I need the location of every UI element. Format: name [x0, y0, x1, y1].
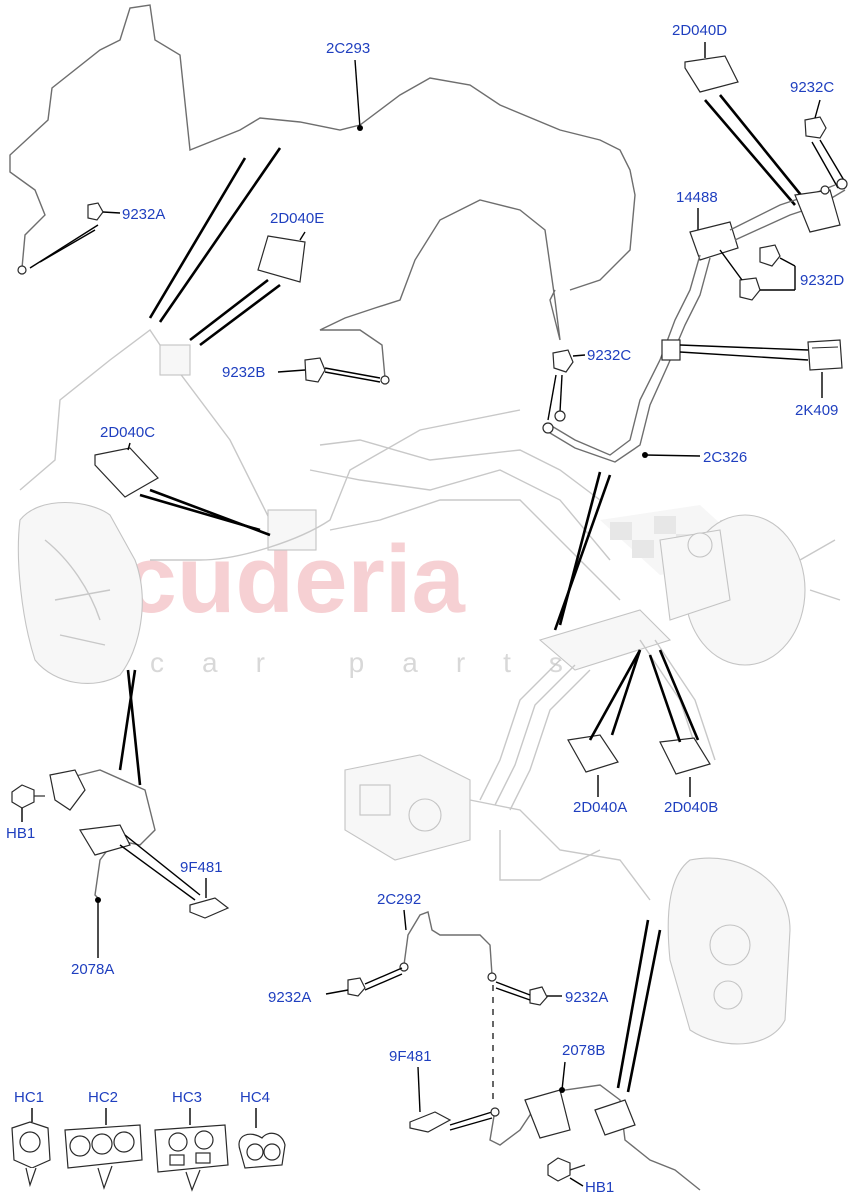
brake-pipe-2C293 — [9, 4, 636, 291]
hose-bracket-lower — [79, 824, 131, 856]
hose-clip-HC3 — [154, 1124, 229, 1192]
label-2078A: 2078A — [71, 961, 114, 978]
label-2D040E: 2D040E — [270, 210, 324, 227]
label-2D040C: 2D040C — [100, 424, 155, 441]
label-2D040D: 2D040D — [672, 22, 727, 39]
pipe-fitting — [380, 375, 390, 385]
bleed-cap-9232D-a — [759, 244, 781, 267]
ghost-clip-2D040E — [159, 344, 191, 376]
ghost-assembly — [17, 328, 841, 1045]
brake-hose-2078A — [59, 769, 156, 901]
watermark: scuderia car parts — [70, 505, 760, 678]
label-HC2: HC2 — [88, 1089, 118, 1106]
label-2D040A: 2D040A — [573, 799, 627, 816]
bleed-cap-9232D-b — [739, 277, 761, 301]
label-2D040B: 2D040B — [664, 799, 718, 816]
bleed-cap-9232C-top — [804, 116, 827, 139]
brake-hose-2078B — [489, 1084, 701, 1191]
brake-pipes-14488 — [544, 184, 846, 463]
clip-2D040D — [684, 55, 739, 93]
hose-bracket-2078B — [524, 1089, 571, 1139]
brake-pipe-2C292 — [403, 911, 493, 976]
clip-2K409 — [807, 339, 843, 371]
clip-9F481-left — [189, 897, 230, 919]
label-9232B: 9232B — [222, 364, 265, 381]
label-14488: 14488 — [676, 189, 718, 206]
label-9F481-bottom: 9F481 — [389, 1048, 432, 1065]
brake-pipe-inner — [319, 199, 561, 379]
watermark-tagline: car parts — [150, 647, 601, 678]
label-2078B: 2078B — [562, 1042, 605, 1059]
clip-9F481-bottom — [409, 1111, 452, 1133]
label-2K409: 2K409 — [795, 402, 838, 419]
label-9F481-left: 9F481 — [180, 859, 223, 876]
bleed-cap-9232A-br — [529, 986, 548, 1006]
ghost-clip-2D040C — [267, 509, 317, 551]
pipe-fitting — [17, 265, 27, 275]
label-9232A-bl: 9232A — [268, 989, 311, 1006]
label-9232C-top: 9232C — [790, 79, 834, 96]
bolt-HB1-bottom — [547, 1157, 571, 1182]
clip-2D040A — [567, 734, 619, 773]
clip-2D040B — [659, 737, 711, 775]
label-2C292: 2C292 — [377, 891, 421, 908]
clip-2D040E — [257, 235, 306, 283]
bleed-cap-9232B — [304, 357, 326, 383]
label-9232C-mid: 9232C — [587, 347, 631, 364]
bolt-HB1-left — [11, 784, 35, 809]
label-9232A-br: 9232A — [565, 989, 608, 1006]
clip-2D040C — [94, 447, 159, 498]
hose-clip-HC4 — [238, 1132, 286, 1169]
label-HB1-bottom: HB1 — [585, 1179, 614, 1196]
bleed-cap-9232A-bl — [347, 977, 366, 997]
bleed-cap-9232C-mid — [552, 349, 574, 373]
label-HB1-left: HB1 — [6, 825, 35, 842]
label-HC1: HC1 — [14, 1089, 44, 1106]
label-2C293: 2C293 — [326, 40, 370, 57]
label-9232D: 9232D — [800, 272, 844, 289]
hose-clip-HC1 — [11, 1121, 51, 1188]
junction-block-14488 — [689, 221, 739, 261]
hose-bracket-2078B-2 — [594, 1099, 636, 1136]
left-brake-caliper — [17, 502, 143, 684]
label-9232A-top: 9232A — [122, 206, 165, 223]
abs-module — [344, 754, 471, 861]
bracket-2D040D-mount — [794, 189, 841, 233]
clip-on-pipe — [661, 339, 681, 361]
label-HC3: HC3 — [172, 1089, 202, 1106]
label-HC4: HC4 — [240, 1089, 270, 1106]
label-2C326: 2C326 — [703, 449, 747, 466]
bleed-cap-9232A — [87, 202, 104, 221]
hose-bracket-2078A — [49, 769, 86, 811]
hose-clip-HC2 — [64, 1124, 143, 1190]
